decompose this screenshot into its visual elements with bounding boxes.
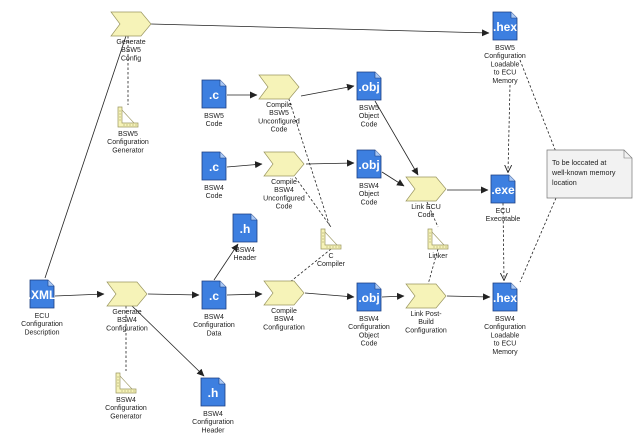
tool-icon [427, 228, 449, 250]
edge-gen-c-cfg [147, 291, 200, 299]
file-extension: .h [240, 222, 251, 236]
edge-compile-obj-cfg [304, 292, 355, 300]
edge-hex5-exe [508, 84, 510, 172]
file-extension: .hex [493, 20, 517, 34]
file-extension: .obj [358, 80, 379, 94]
file-extension: .c [209, 289, 219, 303]
edge-link-linker [426, 201, 439, 228]
file-extension: .obj [358, 158, 379, 172]
edge-gen-h-cfg [129, 303, 205, 377]
edge-compile-obj-bsw4 [305, 159, 355, 167]
file-extension: .h [208, 386, 219, 400]
process-icon [110, 11, 152, 37]
file-extension: .obj [358, 291, 379, 305]
edge-xml-to-gen-bsw5 [44, 35, 127, 279]
edge-obj-bsw5-link [374, 100, 419, 176]
note-line-1: To be loccated at [552, 158, 606, 167]
node-label: Linker [428, 253, 448, 260]
memory-location-note: To be loccated at well-known memory loca… [546, 149, 633, 199]
edge-link-hex-bsw4 [446, 293, 491, 301]
tool-icon [117, 106, 139, 128]
note-line-2: well-known memory [551, 168, 616, 177]
note-text: To be loccated at well-known memory loca… [551, 158, 618, 187]
process-icon [263, 280, 305, 306]
edge-xml-gen-bsw4 [54, 290, 105, 298]
tool-icon [320, 228, 342, 250]
edge-obj-bsw4-link [381, 171, 405, 187]
edge-note-hex4 [519, 197, 557, 283]
edge-obj-cfg-link [381, 292, 405, 300]
file-extension: .hex [493, 291, 517, 305]
edge-compiler-cfg [284, 248, 332, 287]
process-icon [405, 283, 447, 309]
tool-icon [115, 372, 137, 394]
edge-linker-post [426, 248, 439, 289]
process-icon [263, 151, 305, 177]
edge-compile4-compiler [289, 169, 332, 228]
edge-gen-bsw5-to-hex-bsw5 [150, 23, 490, 37]
file-extension: .c [209, 160, 219, 174]
linker-node: Linker [427, 228, 449, 260]
file-extension: .exe [491, 183, 515, 197]
edge-compile-obj-bsw5 [300, 83, 355, 97]
file-extension: .XML [28, 288, 57, 302]
edge-exe-hex-bsw4 [503, 202, 504, 280]
edge-c-bsw4-compile [226, 161, 263, 169]
process-icon [258, 74, 300, 100]
edge-c-cfg-h-bsw4 [213, 243, 239, 281]
edge-hex5-note [519, 59, 557, 153]
file-extension: .c [209, 88, 219, 102]
note-line-3: location [552, 178, 577, 187]
process-icon [106, 281, 148, 307]
edge-compile5-compiler [285, 89, 331, 228]
process-icon [405, 176, 447, 202]
edge-c-cfg-compile [226, 290, 263, 298]
